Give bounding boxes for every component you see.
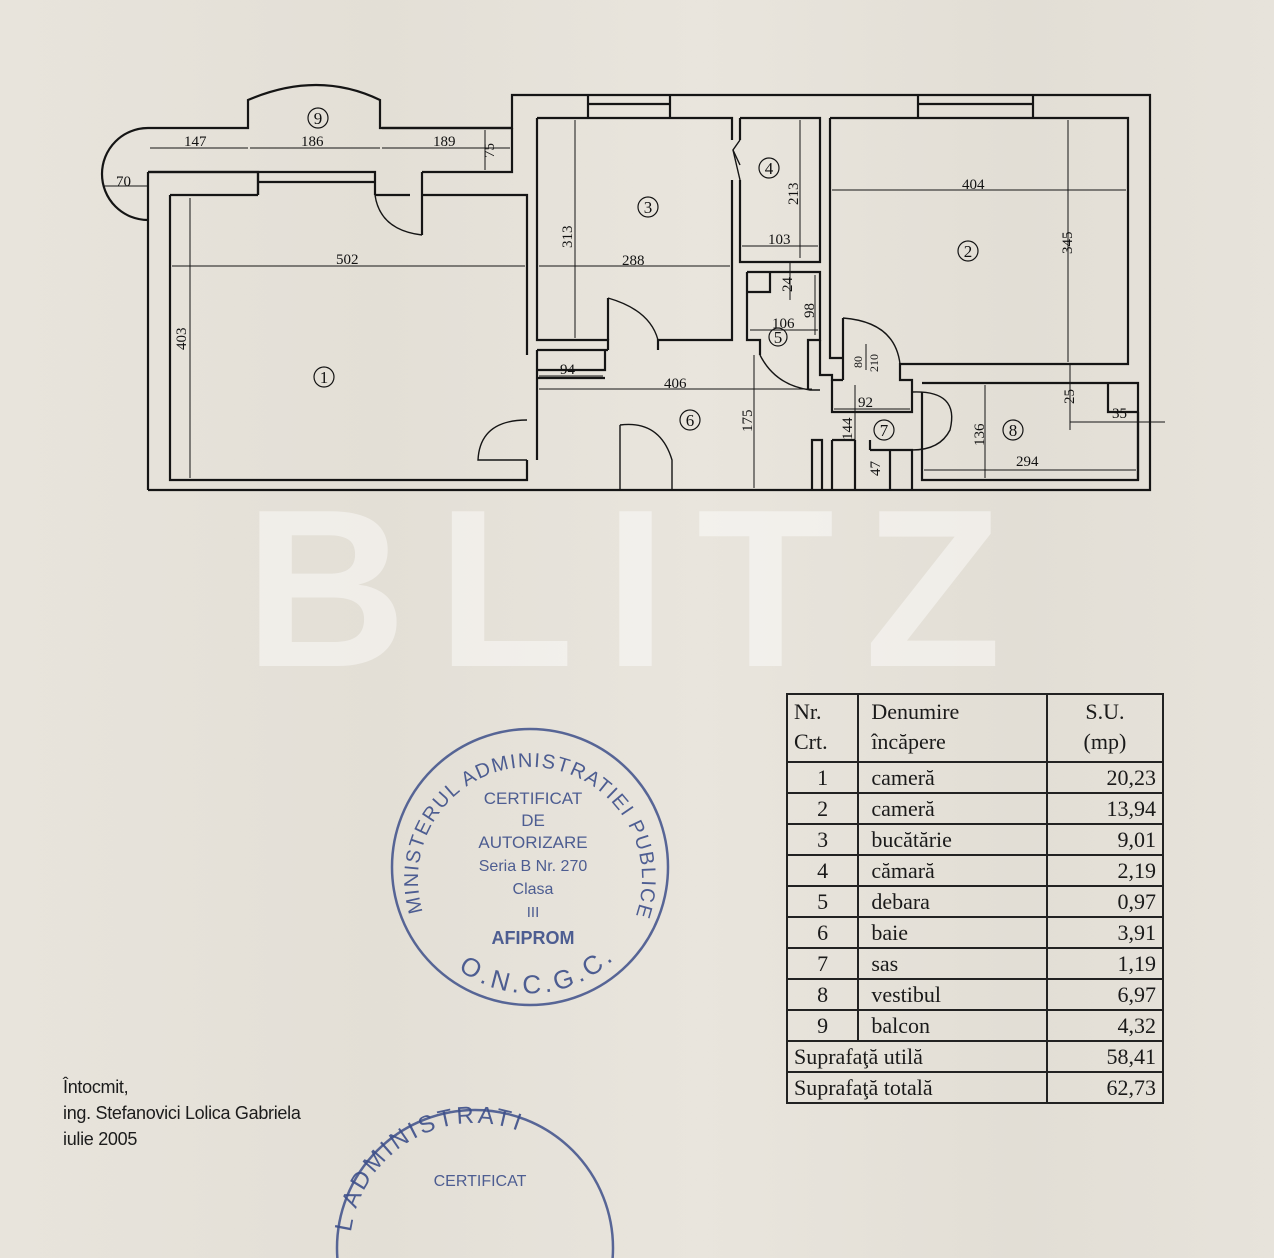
- dim-room5-a: 24: [780, 277, 796, 293]
- dim-room3-height: 313: [560, 226, 576, 249]
- room-9-label: 9: [314, 109, 323, 128]
- stamp-line-autorizare: AUTORIZARE: [478, 833, 587, 852]
- dim-room5-b: 98: [802, 303, 818, 318]
- dim-room4-height: 213: [786, 183, 802, 206]
- dim-room4-width: 103: [768, 232, 791, 248]
- dim-hall-94: 94: [560, 362, 576, 378]
- dim-room7-height: 144: [840, 417, 856, 440]
- dim-door-height: 210: [867, 354, 881, 372]
- dim-room1-width: 502: [336, 252, 359, 268]
- dim-room7-small: 47: [868, 461, 884, 477]
- room-6-label: 6: [686, 411, 695, 430]
- author-prepared-by: Întocmit,: [63, 1077, 129, 1097]
- author-block: Întocmit, ing. Stefanovici Lolica Gabrie…: [63, 1074, 301, 1152]
- dim-room8-35: 35: [1112, 406, 1127, 422]
- room-3-label: 3: [644, 198, 653, 217]
- dim-balcony-radius: 70: [116, 174, 131, 190]
- stamp-line-clasa: Clasa: [513, 881, 554, 898]
- table-header-row: Nr. Crt. Denumire încăpere S.U. (mp): [785, 693, 1165, 763]
- header-su: S.U. (mp): [1045, 693, 1165, 763]
- author-name: ing. Stefanovici Lolica Gabriela: [63, 1103, 301, 1123]
- dim-hall-406: 406: [664, 376, 687, 392]
- room-5-label: 5: [774, 328, 783, 347]
- dim-balcony-depth: 75: [482, 143, 498, 158]
- header-name: Denumire încăpere: [857, 693, 1048, 763]
- stamp-line-class-number: III: [527, 904, 540, 921]
- author-date: iulie 2005: [63, 1129, 138, 1149]
- dim-room8-width: 294: [1016, 454, 1039, 470]
- dim-room6-height: 175: [740, 410, 756, 433]
- partial-stamp-line: CERTIFICAT: [434, 1173, 527, 1190]
- dim-room3-width: 288: [622, 253, 645, 269]
- room-1-label: 1: [320, 368, 329, 387]
- room-7-label: 7: [880, 421, 889, 440]
- stamp-line-afiprom: AFIPROM: [492, 928, 575, 948]
- dim-room2-width: 404: [962, 177, 985, 193]
- svg-text:O.N.C.G.C.: O.N.C.G.C.: [455, 939, 621, 999]
- dim-room8-height: 136: [972, 423, 988, 446]
- dim-door-width: 80: [851, 356, 865, 368]
- partial-stamp-ring: L ADMINISTRATI: [330, 1102, 525, 1234]
- blitz-watermark: BLITZ: [244, 462, 1032, 714]
- dim-balcony-left: 147: [184, 134, 207, 150]
- room-2-label: 2: [964, 242, 973, 261]
- dim-room7-width: 92: [858, 395, 873, 411]
- header-nr: Nr. Crt.: [785, 693, 860, 763]
- dim-balcony-mid: 186: [301, 134, 324, 150]
- room-8-label: 8: [1009, 421, 1018, 440]
- authorization-stamp: MINISTERUL ADMINISTRATIEI PUBLICE O.N.C.…: [385, 722, 675, 1012]
- stamp-ring-bottom: O.N.C.G.C.: [455, 939, 617, 999]
- svg-text:L ADMINISTRATI: L ADMINISTRATI: [330, 1102, 528, 1234]
- stamp-line-seria: Seria B Nr. 270: [479, 858, 588, 875]
- room-4-label: 4: [765, 159, 774, 178]
- floor-plan-drawing: 147 186 189 75 70 502 403 313 288 213 10…: [100, 83, 1165, 492]
- stamp-line-certificat: CERTIFICAT: [484, 789, 583, 808]
- stamp-line-de: DE: [521, 811, 545, 830]
- partial-stamp: L ADMINISTRATI CERTIFICAT: [330, 1098, 620, 1258]
- floor-plan: 147 186 189 75 70 502 403 313 288 213 10…: [0, 0, 1274, 520]
- dim-room2-height: 345: [1060, 232, 1076, 255]
- dim-balcony-right: 189: [433, 134, 456, 150]
- dim-room8-25: 25: [1062, 389, 1078, 404]
- dim-room1-height: 403: [174, 328, 190, 351]
